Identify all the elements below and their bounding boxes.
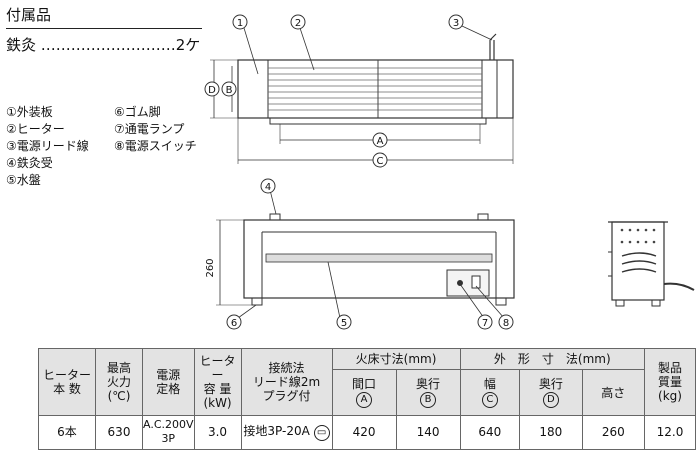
- cell-heater-count: 6本: [38, 414, 96, 451]
- svg-text:B: B: [226, 85, 233, 96]
- callout-4: 4: [260, 178, 276, 194]
- cell-depth2: 180: [519, 414, 583, 451]
- front-view: [216, 189, 515, 319]
- cell-power: A.C.200V 3P: [142, 414, 195, 451]
- plug-icon: ▭: [313, 424, 330, 441]
- dim-mark-B: B: [221, 81, 237, 97]
- header-power: 電源 定格: [142, 348, 195, 416]
- svg-text:7: 7: [482, 318, 488, 329]
- part-item: ③電源リード線: [6, 139, 89, 153]
- svg-text:6: 6: [231, 318, 237, 329]
- part-item: ⑦通電ランプ: [114, 122, 185, 136]
- cell-width: 640: [459, 414, 521, 451]
- svg-text:4: 4: [265, 182, 271, 193]
- technical-drawing: 1 2 3 A C D B 260 4 6 5 7 8: [204, 14, 695, 330]
- svg-text:2: 2: [295, 18, 301, 29]
- header-heater-count: ヒーター 本 数: [38, 348, 96, 416]
- header-connection: 接続法 リード線2m プラグ付: [240, 348, 333, 416]
- callout-1: 1: [232, 14, 248, 30]
- dim-mark-D: D: [204, 81, 220, 97]
- header-fire-bed: 火床寸法(mm): [331, 347, 461, 371]
- cell-capacity: 3.0: [193, 414, 242, 451]
- side-view: [608, 221, 695, 307]
- part-item: ⑥ゴム脚: [114, 105, 161, 119]
- table-header-row: ヒーター 本 数 最高 火力 (℃) 電源 定格 ヒーター 容 量 (kW) 接…: [38, 347, 696, 416]
- callout-6: 6: [226, 314, 242, 330]
- part-item: ①外装板: [6, 105, 53, 119]
- callout-5: 5: [336, 314, 352, 330]
- cell-opening: 420: [331, 414, 397, 451]
- dim-mark-A: A: [372, 132, 388, 148]
- cell-depth: 140: [395, 414, 461, 451]
- svg-text:1: 1: [237, 18, 243, 29]
- front-height-label: 260: [205, 258, 216, 277]
- header-weight: 製品 質量 (kg): [644, 348, 696, 416]
- callout-3: 3: [448, 14, 464, 30]
- cell-connection: 接地3P-20A ▭: [240, 414, 333, 451]
- table-row: 6本 630 A.C.200V 3P 3.0 接地3P-20A ▭ 420 14…: [38, 414, 696, 451]
- callout-8: 8: [498, 314, 514, 330]
- part-item: ⑤水盤: [6, 173, 41, 187]
- part-item: ⑧電源スイッチ: [114, 139, 197, 153]
- callout-2: 2: [290, 14, 306, 30]
- accessories-divider: [6, 28, 202, 29]
- svg-text:3: 3: [453, 18, 459, 29]
- cell-max-heat: 630: [95, 414, 143, 451]
- cell-weight: 12.0: [644, 414, 696, 451]
- part-item: ②ヒーター: [6, 122, 65, 136]
- accessories-title: 付属品: [6, 6, 52, 24]
- header-height: 高さ: [581, 369, 646, 416]
- header-max-heat: 最高 火力 (℃): [95, 348, 143, 416]
- spec-table: ヒーター 本 数 最高 火力 (℃) 電源 定格 ヒーター 容 量 (kW) 接…: [38, 347, 696, 451]
- svg-text:8: 8: [503, 318, 509, 329]
- svg-text:D: D: [208, 85, 216, 96]
- part-item: ④鉄灸受: [6, 156, 53, 170]
- svg-text:C: C: [377, 156, 384, 167]
- header-capacity: ヒーター 容 量 (kW): [193, 348, 242, 416]
- cell-height: 260: [581, 414, 646, 451]
- svg-text:A: A: [377, 136, 384, 147]
- callout-7: 7: [477, 314, 493, 330]
- dim-mark-C: C: [372, 152, 388, 168]
- svg-text:5: 5: [341, 318, 347, 329]
- header-outer-dims: 外 形 寸 法(mm): [459, 347, 646, 371]
- top-view: [210, 25, 514, 164]
- accessory-item: 鉄灸 ………………………2ケ: [6, 36, 201, 54]
